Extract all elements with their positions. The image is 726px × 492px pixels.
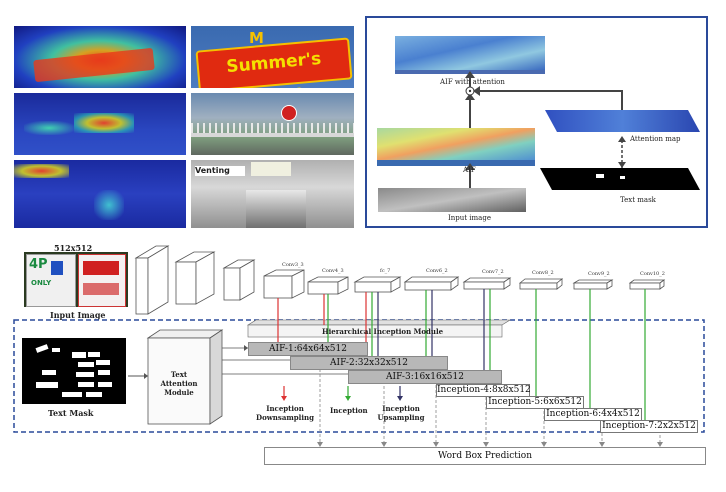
original-photo-summer: M Summer's Here! <box>191 26 354 88</box>
conv-label-3: Conv6_2 <box>426 268 448 274</box>
attention-panel <box>365 16 708 228</box>
text-attention-module-label: Text Attention Module <box>160 370 198 397</box>
conv-label-4: Conv7_2 <box>482 269 504 275</box>
label-text-mask: Text mask <box>620 196 656 204</box>
text-mask-image <box>22 338 126 404</box>
input-size-label: 512x512 <box>54 243 93 253</box>
legend-upsampling-label: Inception Upsampling <box>377 404 425 422</box>
text-attention-module-box <box>146 329 224 425</box>
original-photo-fence <box>191 93 354 155</box>
legend-inception-label: Inception <box>330 406 368 415</box>
original-photo-corridor: Venting <box>191 160 354 228</box>
legend-downsampling-label: Inception Downsampling <box>256 404 314 422</box>
conv-label-5: Conv8_2 <box>532 270 554 276</box>
conv-label-2: fc_7 <box>380 268 391 274</box>
inception-6-label: Inception-6:4x4x512 <box>544 408 642 421</box>
conv-label-6: Conv9_2 <box>588 271 610 277</box>
label-aif: AIF <box>463 166 476 174</box>
no-entry-sign <box>281 105 297 121</box>
aif-slab <box>377 128 535 166</box>
text-mask-label: Text Mask <box>48 408 94 418</box>
him-bar <box>246 319 512 338</box>
aif-with-attention-slab <box>395 36 545 74</box>
him-label: Hierarchical Inception Module <box>322 327 444 336</box>
venting-sign: Venting <box>195 166 245 176</box>
aif-1-bar: AIF-1:64x64x512 <box>248 342 368 356</box>
arrow-map-to-op <box>478 90 623 110</box>
inception-7-label: Inception-7:2x2x512 <box>600 420 698 433</box>
heatmap-photo-fence <box>14 93 186 155</box>
inception-4-label: Inception-4:8x8x512 <box>436 384 531 397</box>
input-image-slab <box>378 188 526 212</box>
mcdonalds-logo: M <box>249 29 264 47</box>
attention-map-slab <box>545 110 700 132</box>
heatmap-photo-summer <box>14 26 186 88</box>
word-box-prediction-box: Word Box Prediction <box>264 447 706 465</box>
conv-label-1: Conv4_3 <box>322 268 344 274</box>
conv-label-7: Conv10_2 <box>640 271 665 277</box>
backbone-blocks <box>134 245 666 315</box>
word-box-prediction-label: Word Box Prediction <box>437 451 533 461</box>
aif-2-bar: AIF-2:32x32x512 <box>290 356 448 370</box>
text-mask-slab <box>540 168 700 190</box>
heatmap-photo-corridor <box>14 160 186 228</box>
label-attention-map: Attention map <box>630 135 681 143</box>
inception-5-label: Inception-5:6x6x512 <box>486 396 584 409</box>
label-aif-with-attention: AIF with attention <box>440 78 505 86</box>
aif-3-bar: AIF-3:16x16x512 <box>348 370 502 384</box>
conv-label-0: Conv3_3 <box>282 262 304 268</box>
input-image-thumbnail: 4P ONLY <box>24 252 128 307</box>
label-input-image: Input image <box>448 214 491 222</box>
input-image-label: Input Image <box>50 310 106 320</box>
